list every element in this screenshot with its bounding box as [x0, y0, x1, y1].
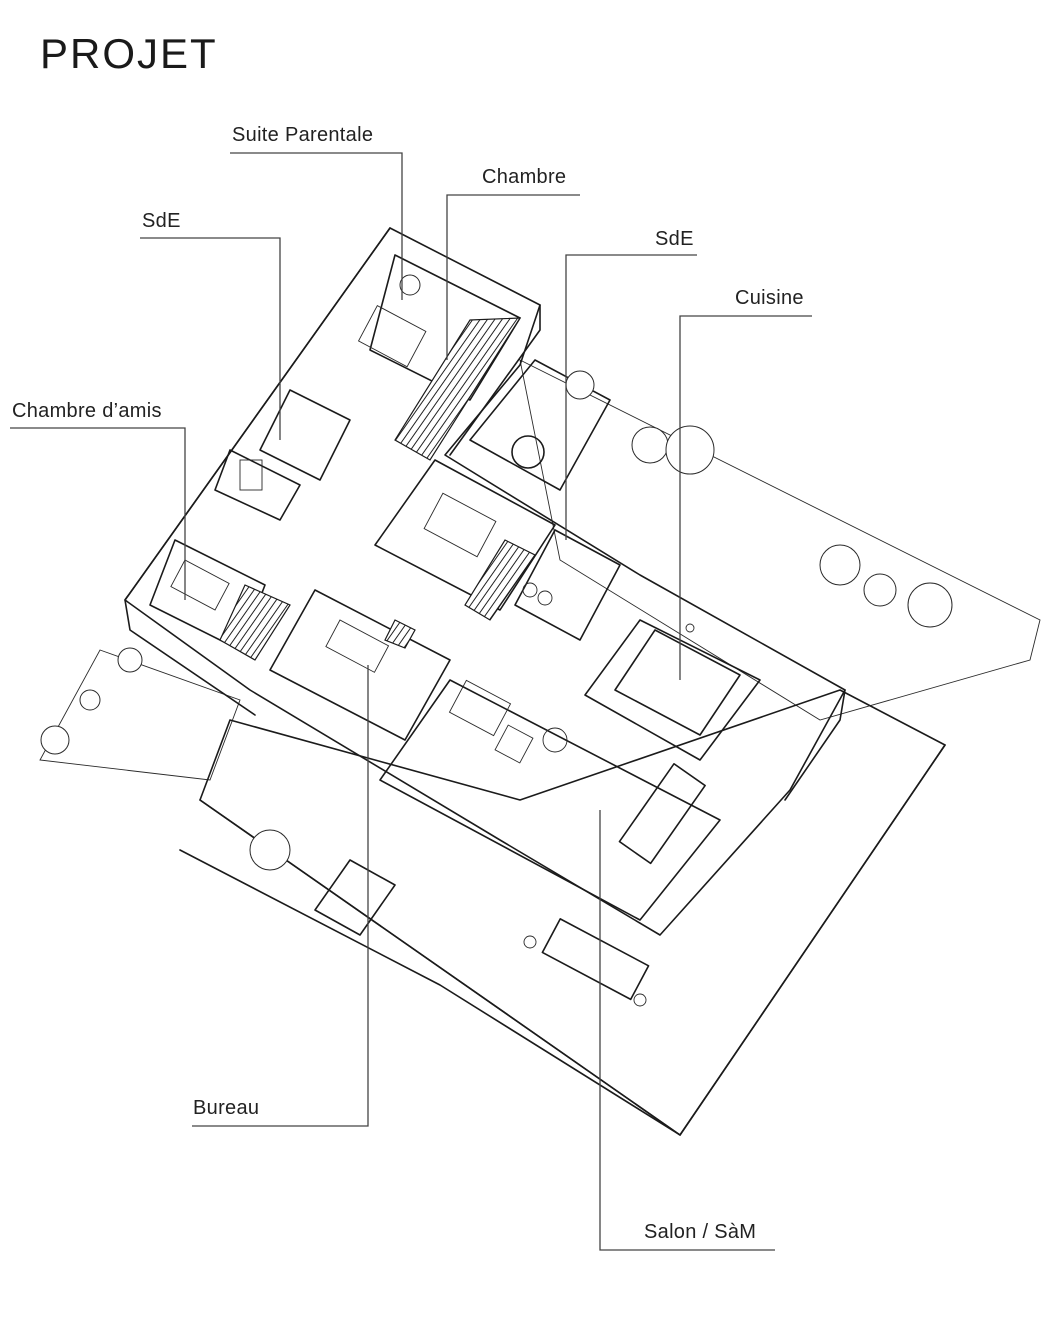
house-shell: [124, 227, 846, 936]
page-title: PROJET: [40, 30, 218, 77]
label-sde-left: SdE: [142, 210, 181, 232]
room-cuisine: [584, 619, 761, 761]
label-sde-right: SdE: [655, 228, 694, 250]
label-chambre-amis: Chambre d’amis: [12, 400, 162, 422]
label-cuisine: Cuisine: [735, 287, 804, 309]
terrace-deck: [179, 689, 946, 1136]
leader-lines: [10, 152, 812, 1251]
outdoor-dining-table: [523, 918, 650, 1007]
room-suite-parentale: [357, 254, 522, 461]
label-suite-parentale: Suite Parentale: [232, 124, 374, 146]
label-bureau: Bureau: [193, 1097, 260, 1119]
room-salon-sam: [379, 679, 721, 921]
planter-box: [314, 859, 396, 936]
room-sde-left: [214, 389, 351, 521]
room-chambre-amis: [149, 539, 291, 661]
room-bureau: [269, 589, 451, 741]
shrubs: [40, 370, 953, 871]
label-chambre: Chambre: [482, 166, 567, 188]
label-salon-sam: Salon / SàM: [644, 1221, 757, 1243]
room-chambre: [374, 459, 556, 621]
room-sde-right: [514, 529, 621, 641]
